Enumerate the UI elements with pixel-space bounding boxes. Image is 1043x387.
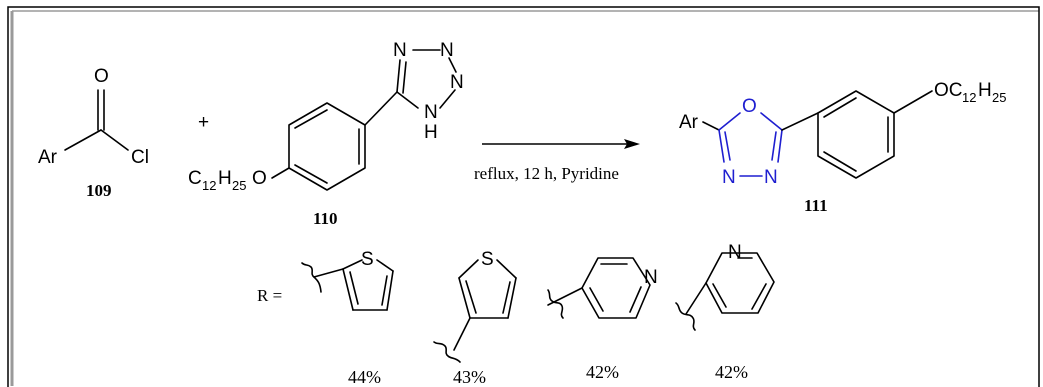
acyl-cl-label: Cl xyxy=(131,147,149,168)
benzene-ring-111 xyxy=(817,90,895,179)
attach-bond-1 xyxy=(313,268,344,278)
oxadiazole-bond-c2-n3 xyxy=(718,129,725,163)
pyridine1-double-c xyxy=(589,287,604,312)
chain-25-label-110: 25 xyxy=(232,178,246,193)
substituent-3-thienyl: S 43% xyxy=(433,249,517,387)
benzene-ring-110 xyxy=(288,102,366,191)
reaction-arrow: reflux, 12 h, Pyridine xyxy=(474,139,640,183)
tetrazole-bond-1b xyxy=(402,61,407,94)
acyl-ar-bond xyxy=(64,129,102,151)
benzene-double-3 xyxy=(294,164,328,184)
product-ether-bond xyxy=(893,90,933,114)
product-chain-12-label: 12 xyxy=(962,90,976,105)
thiophene1-double-a xyxy=(349,271,359,305)
substituent-4-pyridyl: N 42% xyxy=(547,257,658,382)
compound-111: Ar O N N OC 12 H 25 111 xyxy=(679,80,1006,215)
yield-1: 44% xyxy=(348,367,381,387)
oxadiazole-bond-o-c5 xyxy=(760,112,783,131)
thiophene1-c5-c4 xyxy=(386,270,394,311)
wavy-bond-4 xyxy=(675,302,696,331)
ether-bond-110 xyxy=(271,167,290,179)
aryl-tetrazole-bond xyxy=(364,91,398,126)
arrow-head xyxy=(624,139,640,149)
tetrazole-bond-4 xyxy=(439,89,456,109)
thiophene1-s-label: S xyxy=(361,249,374,270)
thiophene1-s-c5 xyxy=(376,259,394,272)
product-ar-label: Ar xyxy=(679,112,699,133)
thiophene1-c3-c2 xyxy=(342,268,354,311)
oxadiazole-bond-c2-n3-double xyxy=(724,131,731,161)
thiophene1-c2-s xyxy=(342,259,363,270)
reaction-conditions: reflux, 12 h, Pyridine xyxy=(474,164,619,183)
product-benzene-double-1 xyxy=(823,97,857,118)
product-chain-h-label: H xyxy=(978,80,992,101)
compound-number-111: 111 xyxy=(804,196,828,215)
acyl-oxygen-label: O xyxy=(94,66,109,87)
oxadiazole-o-label: O xyxy=(742,96,757,117)
tetrazole-n4-label: N xyxy=(424,102,438,123)
attach-bond-4 xyxy=(685,282,707,315)
chain-12-label-110: 12 xyxy=(202,178,216,193)
plus-sign: + xyxy=(198,112,209,133)
chain-o-label-110: O xyxy=(252,168,267,189)
tetrazole-n1-label: N xyxy=(393,40,407,61)
thiophene2-c5-c4 xyxy=(507,277,517,319)
thiophene2-c3-c2 xyxy=(458,277,471,319)
chain-h-label-110: H xyxy=(218,168,232,189)
compound-109: O Ar Cl 109 xyxy=(38,66,149,200)
tetrazole-h-label: H xyxy=(424,122,438,143)
thiophene2-s-c2 xyxy=(458,259,479,279)
wavy-bond-3 xyxy=(547,289,564,319)
tetrazole-bond-1 xyxy=(396,59,401,93)
benzene-double-1 xyxy=(294,109,328,129)
thiophene2-s-label: S xyxy=(481,249,494,270)
substituent-2-thienyl: S 44% xyxy=(301,249,394,387)
substituent-panel: R = S 44% S 43% xyxy=(257,242,775,387)
tetrazole-bond-5 xyxy=(396,91,419,109)
pyridine1-double-b xyxy=(629,286,642,313)
acyl-ar-label: Ar xyxy=(38,147,58,168)
yield-3: 42% xyxy=(586,362,619,382)
wavy-bond-2 xyxy=(433,341,461,363)
product-chain-25-label: 25 xyxy=(992,90,1006,105)
substituent-r-label: R = xyxy=(257,286,282,305)
compound-number-109: 109 xyxy=(86,181,112,200)
substituent-3-pyridyl: N 42% xyxy=(675,242,775,382)
yield-2: 43% xyxy=(453,367,486,387)
thiophene2-s-c5 xyxy=(496,259,517,279)
wavy-bond-1 xyxy=(301,262,322,293)
product-aryl-bond xyxy=(781,112,819,131)
oxadiazole-bond-c5-n4-double xyxy=(771,131,777,161)
frame-border xyxy=(7,6,1040,387)
tetrazole-n2-label: N xyxy=(440,40,454,61)
attach-bond-2 xyxy=(453,317,471,351)
oxadiazole-n-left-label: N xyxy=(722,167,736,188)
tetrazole-n3-label: N xyxy=(450,72,464,93)
pyridine2-double-c xyxy=(712,283,727,308)
oxadiazole-bond-c2-o xyxy=(718,112,741,131)
product-chain-oc-label: OC xyxy=(934,80,963,101)
oxadiazole-n-right-label: N xyxy=(764,167,778,188)
thiophene2-double-b xyxy=(465,280,477,314)
tetrazole-bond-3 xyxy=(448,57,457,73)
yield-4: 42% xyxy=(715,362,748,382)
thiophene2-double-a xyxy=(502,281,511,314)
product-benzene-double-3 xyxy=(823,151,857,172)
oxadiazole-bond-c5-n4 xyxy=(777,129,783,163)
pyridine2-n-label: N xyxy=(728,242,742,263)
pyridine2-double-b xyxy=(751,283,767,310)
thiophene1-double-b xyxy=(381,275,388,306)
compound-110: C 12 H 25 O N N N N H 110 xyxy=(188,40,464,228)
product-ar-bond xyxy=(702,121,720,131)
chain-c-label-110: C xyxy=(188,168,202,189)
compound-number-110: 110 xyxy=(313,209,338,228)
pyridine1-n-label: N xyxy=(644,267,658,288)
acyl-cl-bond xyxy=(100,129,129,151)
